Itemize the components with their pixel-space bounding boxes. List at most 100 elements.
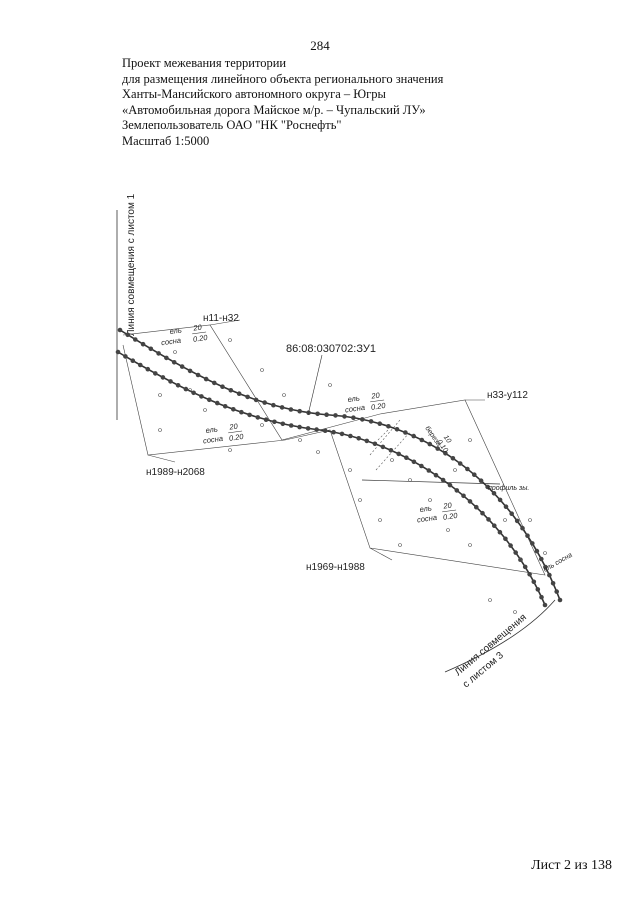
sheet-number: Лист 2 из 138 (531, 858, 612, 873)
boundary-point (411, 433, 417, 439)
boundary-point (503, 536, 508, 542)
boundary-point (222, 404, 228, 409)
profile-line (361, 479, 501, 485)
boundary-point (539, 594, 544, 600)
boundary-point (191, 390, 196, 396)
boundary-point (322, 428, 328, 434)
forest-species: ель (347, 393, 360, 404)
boundary-point (520, 525, 525, 531)
leader-n1989 (147, 454, 176, 463)
terrain-dot (328, 383, 332, 387)
boundary-point (279, 405, 285, 410)
boundary-point (530, 541, 535, 546)
boundary-point (534, 548, 540, 554)
boundary-point (557, 597, 563, 603)
page-number: 284 (310, 38, 330, 53)
terrain-dot (173, 350, 177, 354)
boundary-point (472, 472, 477, 478)
boundary-point (145, 366, 151, 372)
boundary-point (522, 564, 528, 570)
boundary-point (262, 400, 268, 405)
boundary-point (525, 533, 530, 538)
boundary-point (503, 504, 509, 510)
boundary-point (543, 564, 548, 570)
boundary-point (508, 543, 513, 548)
boundary-point (433, 472, 439, 478)
forest-height: 20 (370, 390, 381, 400)
point-label-n33-u112: н33-у112 (487, 390, 528, 401)
terrain-dot (260, 368, 264, 372)
boundary-point (253, 397, 259, 403)
boundary-point (480, 510, 485, 516)
boundary-point (447, 482, 453, 488)
boundary-point (364, 438, 370, 444)
boundary-point (239, 409, 244, 415)
terrain-dot (446, 528, 450, 532)
boundary-point (160, 375, 166, 380)
boundary-point (427, 441, 433, 447)
boundary-point (272, 419, 277, 425)
boundary-point (497, 497, 503, 503)
boundary-point (288, 407, 294, 412)
point-label-n1969-n1988: н1969-н1988 (306, 562, 365, 573)
boundary-point (509, 511, 514, 516)
survey-dots (158, 338, 547, 614)
dashed-lines (369, 419, 411, 471)
boundary-point (117, 327, 123, 333)
terrain-dot (282, 393, 286, 397)
terrain-dot (488, 598, 492, 602)
boundary-point (360, 417, 365, 422)
boundary-point (542, 602, 548, 608)
boundary-point (164, 355, 169, 361)
terrain-dot (453, 468, 457, 472)
header-region: Ханты-Мансийского автономного округа – Ю… (122, 87, 386, 101)
boundary-point (411, 459, 417, 465)
boundary-point (156, 351, 161, 356)
boundary-point (372, 441, 378, 447)
join-line-top-label: Линия совмещения с листом 1 (126, 193, 137, 336)
terrain-dot (503, 518, 507, 522)
parcel-boundary (122, 324, 546, 576)
road-boundary-points (115, 327, 563, 608)
boundary-point (255, 415, 261, 420)
forest-height: 20 (192, 322, 203, 332)
header-land-user: Землепользователь ОАО "НК "Роснефть" (122, 118, 342, 132)
terrain-dot (158, 428, 162, 432)
boundary-point (403, 430, 408, 435)
boundary-point (231, 407, 236, 412)
boundary-point (187, 368, 193, 374)
boundary-point (440, 477, 446, 483)
boundary-point (140, 341, 146, 347)
forest-diameter: 0.20 (370, 401, 387, 412)
boundary-point (153, 371, 158, 376)
terrain-dot (518, 558, 522, 562)
terrain-dot (358, 498, 362, 502)
boundary-point (454, 488, 460, 493)
boundary-point (288, 423, 294, 428)
boundary-point (396, 451, 402, 457)
terrain-dot (528, 518, 532, 522)
terrain-dot (378, 518, 382, 522)
road-edge-upper (119, 329, 561, 601)
boundary-point (171, 360, 177, 365)
boundary-point (419, 437, 425, 443)
boundary-point (457, 461, 463, 466)
boundary-point (419, 463, 424, 469)
boundary-point (388, 448, 394, 453)
forest-label-4: ель сосна 20 0.20 (416, 500, 458, 524)
boundary-point (394, 427, 400, 432)
boundary-point (426, 468, 432, 473)
point-label-n11-n32: н11-н32 (203, 313, 239, 324)
forest-species-2: сосна (161, 336, 182, 348)
point-label-n1989-n2068: н1989-н2068 (146, 467, 205, 478)
boundary-point (148, 346, 154, 352)
boundary-point (386, 424, 391, 429)
boundary-point (130, 358, 136, 364)
boundary-point (228, 388, 234, 393)
join-line-bottom (444, 599, 556, 673)
boundary-point (195, 372, 201, 378)
boundary-point (450, 456, 456, 461)
forest-species-2: сосна (344, 403, 365, 415)
boundary-point (212, 380, 217, 386)
forest-height: 20 (442, 500, 453, 510)
